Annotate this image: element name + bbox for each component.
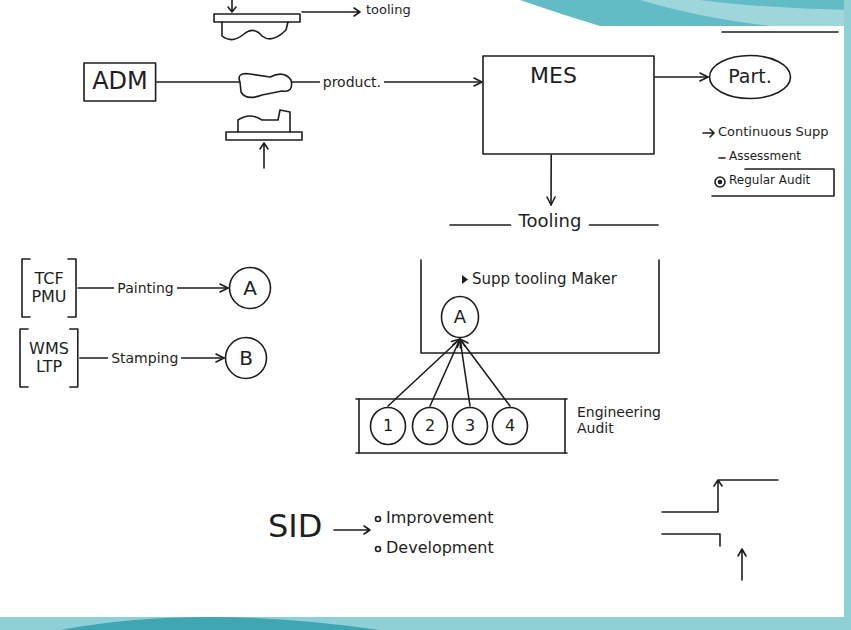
arrow-line — [302, 8, 360, 16]
node-text: Tooling — [519, 211, 582, 232]
arrow-line — [334, 526, 370, 534]
node-text: 3 — [465, 417, 475, 435]
step-circle: 1 — [369, 406, 407, 446]
node-text: A — [243, 277, 257, 300]
product-part — [239, 74, 291, 98]
node-text: LTP — [36, 358, 62, 376]
node-text: 2 — [425, 417, 435, 435]
group-circle: A — [440, 295, 480, 339]
group-circle: B — [224, 336, 268, 380]
tooling-group: ToolingSupp tooling MakerA — [420, 205, 660, 355]
circle-outline — [710, 56, 791, 99]
circle-outline — [493, 408, 528, 445]
partner-oval: Part. — [708, 54, 792, 100]
system-box: ADM — [83, 62, 157, 102]
swirl-band — [0, 617, 851, 630]
node-text: WMS — [29, 340, 69, 358]
connector-arrow — [550, 155, 552, 205]
connector-arrow — [460, 339, 470, 406]
arrow-line — [738, 549, 746, 580]
bracket-left — [22, 259, 30, 317]
node-text: Part. — [728, 66, 772, 88]
note-text: Assessment — [729, 150, 801, 164]
step-circle: 4 — [491, 406, 529, 446]
bullet-dash — [719, 157, 725, 159]
step-symbol — [662, 534, 720, 546]
node-text: 1 — [383, 417, 393, 435]
node-text: PMU — [31, 288, 66, 306]
node-text: B — [239, 347, 253, 370]
heading-rule — [589, 224, 658, 226]
node-text: A — [454, 307, 466, 328]
edge-label: product. — [320, 74, 384, 90]
bullet-dot — [719, 181, 722, 184]
node-text: Engineering Audit — [577, 404, 677, 436]
box-outline — [84, 63, 156, 101]
bracket-right — [68, 259, 76, 317]
swirl-band — [844, 0, 851, 630]
bullet-text: Improvement — [386, 509, 494, 527]
step-circle: 2 — [411, 406, 449, 446]
connector-arrow — [430, 339, 460, 406]
bracket-right — [70, 329, 78, 387]
audit-band: Engineering Audit 1 2 3 4 — [355, 398, 677, 454]
node-text: 4 — [505, 417, 515, 435]
step-circle: 3 — [451, 406, 489, 446]
bullet-mark — [462, 275, 468, 284]
plant-bracket: TCFPMU — [20, 258, 78, 318]
die-tray — [226, 132, 302, 140]
bullet-circle — [376, 517, 381, 522]
connector-arrow — [388, 339, 460, 406]
node-text: ADM — [92, 68, 148, 96]
bullet-circle — [715, 177, 725, 187]
circle-outline — [453, 408, 488, 445]
arrow-line — [228, 0, 236, 12]
top-underline — [722, 31, 838, 33]
heading-rule — [450, 224, 511, 226]
container-outline — [421, 260, 659, 353]
swirl-band — [60, 617, 380, 630]
edge-label: Painting — [114, 280, 176, 296]
circle-outline — [413, 408, 448, 445]
mold-tray — [214, 14, 300, 22]
bracket-left — [20, 329, 28, 387]
arrow-line — [260, 143, 268, 168]
bullet-text: Development — [386, 539, 494, 557]
circle-outline — [230, 268, 271, 309]
note-text: tooling — [366, 3, 411, 18]
band-rule — [356, 399, 567, 453]
highlight-box — [712, 169, 834, 196]
note-text: Continuous Supp — [718, 125, 829, 140]
node-text: TCF — [34, 270, 63, 288]
heading-text: SID — [268, 508, 322, 545]
swirl-band — [520, 0, 851, 26]
die-part — [238, 110, 290, 132]
box-outline — [483, 56, 654, 154]
plant-bracket: WMSLTP — [18, 328, 80, 388]
edge-label: Stamping — [108, 350, 181, 366]
circle-outline — [371, 408, 406, 445]
bullet-circle — [376, 547, 381, 552]
circle-outline — [226, 338, 267, 379]
band-tick — [359, 399, 565, 453]
step-symbol — [662, 480, 778, 512]
note-text: Regular Audit — [729, 174, 810, 188]
node-text: MES — [530, 63, 577, 88]
group-circle: A — [228, 266, 272, 310]
swirl-band — [640, 0, 851, 26]
arrow-line — [703, 129, 714, 137]
connector-arrow — [460, 339, 510, 406]
node-text: Supp tooling Maker — [472, 271, 617, 288]
circle-outline — [442, 297, 479, 338]
process-box: MES — [482, 55, 655, 155]
mold-cavity — [222, 22, 288, 40]
connector-arrow — [655, 76, 708, 78]
